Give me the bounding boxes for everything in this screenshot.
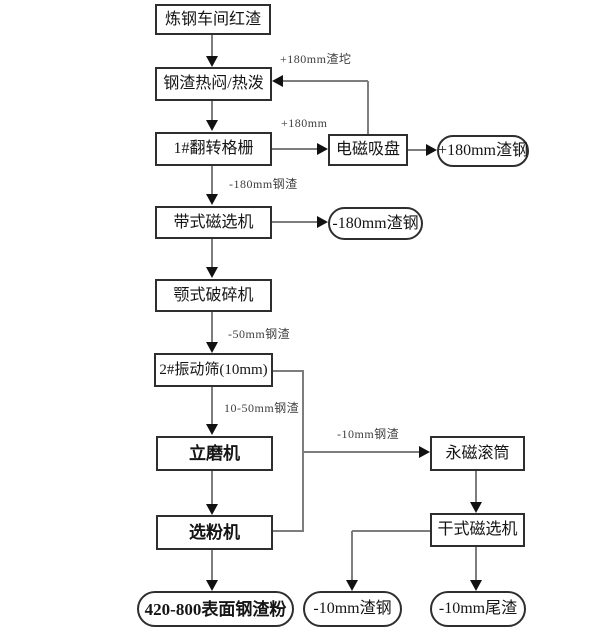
node-vertical-mill: 立磨机 [156,436,273,471]
arrowhead-down-icon [206,56,218,67]
edge-label-plus180-lump: +180mm渣坨 [280,52,352,66]
edge-label-minus10-slag: -10mm钢渣 [337,427,400,441]
arrowhead-left-icon [272,75,283,87]
connector-line [211,166,213,194]
node-red-slag: 炼钢车间红渣 [155,4,271,35]
connector-line [283,80,368,82]
terminator-minus180-slag-steel: -180mm渣钢 [328,207,423,240]
connector-line [273,370,304,372]
connector-line [211,387,213,424]
node-vibrating-screen-2: 2#振动筛(10mm) [154,353,273,387]
connector-line [367,81,369,134]
arrowhead-down-icon [470,580,482,591]
node-permanent-magnet-drum: 永磁滚筒 [430,436,525,471]
terminator-minus10-slag-steel: -10mm渣钢 [303,591,402,627]
arrowhead-right-icon [426,144,437,156]
connector-line [303,451,419,453]
node-flip-grid-1: 1#翻转格栅 [155,132,272,166]
terminator-slag-powder: 420-800表面钢渣粉 [137,591,294,627]
terminator-plus180-slag-steel: +180mm渣钢 [437,135,529,167]
arrowhead-down-icon [206,194,218,205]
connector-line [211,471,213,504]
connector-line [272,221,317,223]
arrowhead-down-icon [470,502,482,513]
arrowhead-down-icon [346,580,358,591]
arrowhead-right-icon [317,216,328,228]
edge-label-plus180: +180mm [281,116,328,130]
node-belt-magnetic-separator: 带式磁选机 [155,206,272,239]
connector-line [352,530,430,532]
terminator-minus10-tailings: -10mm尾渣 [430,591,526,627]
edge-label-minus180-slag: -180mm钢渣 [229,177,298,191]
connector-line [211,239,213,267]
connector-line [272,148,317,150]
arrowhead-down-icon [206,120,218,131]
connector-line [211,35,213,56]
arrowhead-down-icon [206,580,218,591]
connector-line [475,471,477,502]
arrowhead-right-icon [317,143,328,155]
connector-line [211,550,213,580]
node-jaw-crusher: 颚式破碎机 [155,279,272,312]
node-dry-magnetic-separator: 干式磁选机 [430,513,525,547]
edge-label-10-50-slag: 10-50mm钢渣 [224,401,300,415]
connector-line [211,101,213,121]
connector-line [351,531,353,580]
arrowhead-down-icon [206,342,218,353]
connector-line [475,547,477,580]
edge-label-minus50-slag: -50mm钢渣 [228,327,291,341]
connector-line [408,149,426,151]
connector-line [211,312,213,342]
arrowhead-down-icon [206,504,218,515]
node-hot-stew: 钢渣热闷/热泼 [155,67,272,101]
node-electromagnet-chuck: 电磁吸盘 [328,134,408,166]
arrowhead-down-icon [206,267,218,278]
node-powder-classifier: 选粉机 [156,515,273,550]
arrowhead-right-icon [419,446,430,458]
connector-line [273,530,304,532]
arrowhead-down-icon [206,424,218,435]
